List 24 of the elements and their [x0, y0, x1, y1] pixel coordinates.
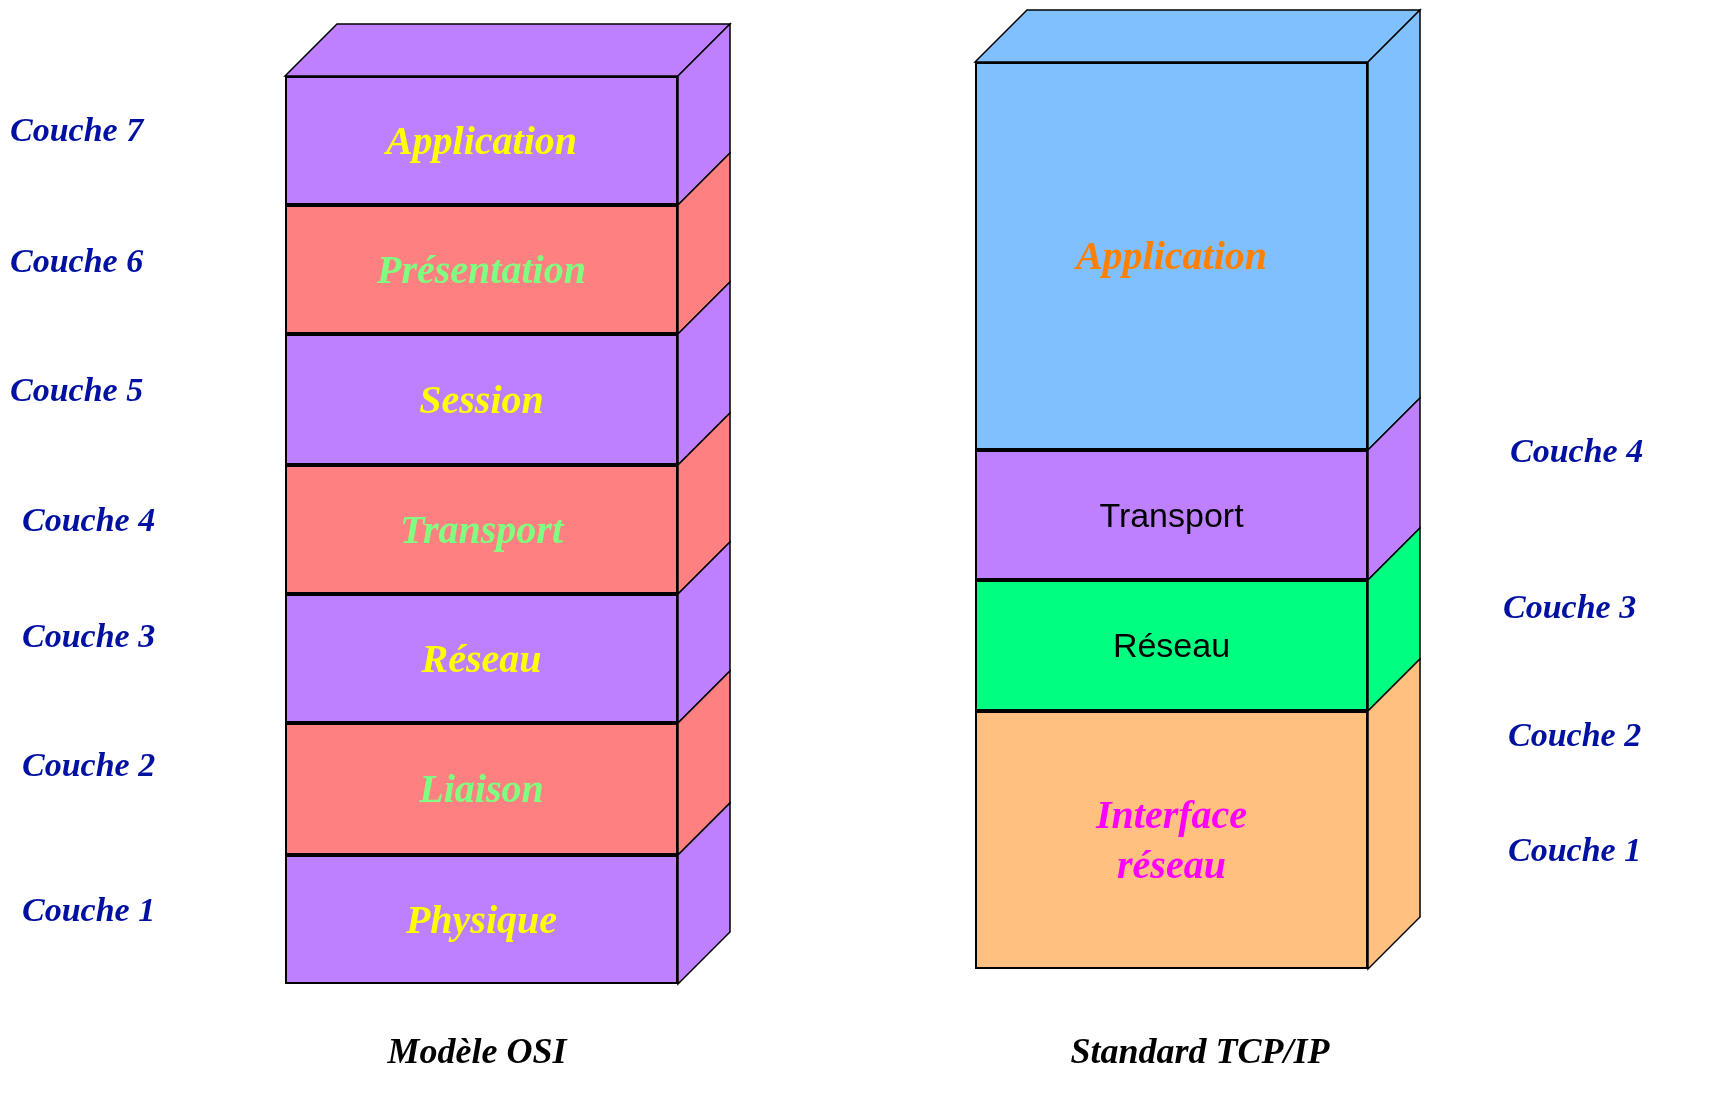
layer-label: Liaison: [418, 765, 545, 813]
layer-number-label: Couche 1: [1508, 830, 1642, 870]
layer-number-label: Couche 7: [10, 110, 144, 150]
layer-number-label: Couche 2: [1508, 715, 1642, 755]
stack-caption: Standard TCP/IP: [1069, 1030, 1331, 1072]
layer-label: Session: [418, 375, 545, 424]
layer-number-label: Couche 3: [22, 616, 156, 656]
layer-number-label: Couche 1: [22, 890, 156, 930]
layer-label: Présentation: [376, 245, 587, 294]
stack-caption: Modèle OSI: [386, 1030, 569, 1072]
layer-number-label: Couche 5: [10, 370, 144, 410]
layer-label: Transport: [1099, 494, 1244, 536]
layer-number-label: Couche 4: [1510, 431, 1644, 471]
layer-number-label: Couche 3: [1503, 587, 1637, 627]
layer-label: Réseau: [1112, 625, 1231, 666]
layer-label: Transport: [399, 505, 565, 554]
layer-number-label: Couche 4: [22, 500, 156, 540]
layer-label: Application: [1073, 232, 1269, 280]
layer-label: Réseau: [420, 634, 543, 683]
layer-number-label: Couche 6: [10, 241, 144, 281]
layer-label: Application: [383, 116, 579, 165]
layer-label: Physique: [404, 895, 559, 944]
layer-label: Interface réseau: [1094, 791, 1249, 889]
layer-number-label: Couche 2: [22, 745, 156, 785]
